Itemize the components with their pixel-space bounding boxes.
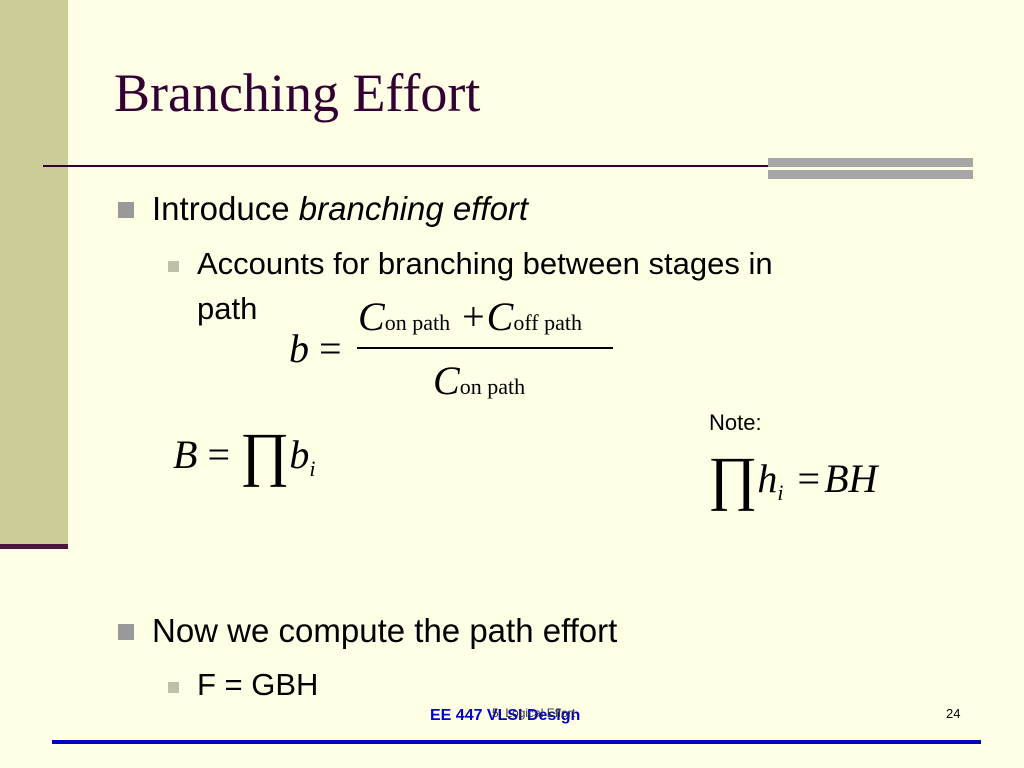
- equation-b-lhs: b =: [289, 325, 342, 372]
- product-symbol-note: ∏: [708, 445, 758, 511]
- footer-chapter-label: 5: Logical Effort: [492, 706, 576, 720]
- equals-sign-2: =: [207, 432, 230, 477]
- page-number: 24: [946, 706, 961, 721]
- var-b-i: b: [289, 432, 310, 477]
- bullet-introduce-text: Introduce: [152, 190, 299, 227]
- equals-sign-note: =: [797, 456, 821, 501]
- sub-on-path: on path: [384, 310, 451, 335]
- footer-divider: [52, 740, 981, 744]
- var-C-on-denominator: C: [433, 358, 460, 403]
- sub-bullet-square-2: [168, 682, 179, 693]
- sub-i: i: [309, 456, 316, 481]
- left-sidebar-decoration: [0, 0, 68, 548]
- bullet-introduce: Introduce branching effort: [152, 189, 528, 229]
- title-accent-bar-lower: [768, 170, 973, 179]
- var-C-on: C: [358, 294, 385, 339]
- var-h-i: h: [757, 456, 778, 501]
- equation-denominator: Con path: [433, 357, 525, 404]
- title-accent-bar: [768, 158, 973, 167]
- equation-numerator: Con path +Coff path: [358, 293, 582, 340]
- note-label: Note:: [709, 410, 762, 435]
- sub-off-path: off path: [513, 310, 582, 335]
- bullet-square-2: [118, 624, 134, 640]
- slide-title: Branching Effort: [114, 63, 481, 123]
- sub-i-note: i: [777, 480, 784, 505]
- footer-course-title: EE 447 VLSI Design: [430, 707, 581, 724]
- fraction-bar: [357, 347, 613, 349]
- sub-bullet-square: [168, 261, 179, 272]
- title-divider: [43, 165, 973, 167]
- var-b: b: [289, 326, 309, 371]
- branching-effort-emphasis: branching effort: [298, 190, 529, 227]
- sub-bullet-fgbh: F = GBH: [197, 667, 319, 702]
- var-C-off: C: [486, 294, 514, 339]
- bullet-square: [118, 202, 134, 218]
- sub-bullet-accounts-line2: path: [197, 291, 258, 326]
- equals-sign: =: [319, 326, 342, 371]
- product-symbol: ∏: [240, 421, 290, 487]
- sub-bullet-accounts-line1: Accounts for branching between stages in: [197, 246, 773, 281]
- sub-on-path-denominator: on path: [459, 374, 526, 399]
- var-BH: BH: [824, 456, 878, 501]
- sidebar-edge-decoration: [0, 544, 68, 549]
- equation-note: ∏hi =BH: [708, 444, 877, 513]
- bullet-path-effort: Now we compute the path effort: [152, 612, 618, 649]
- equation-B-product: B = ∏bi: [173, 420, 316, 489]
- var-B: B: [173, 432, 198, 477]
- plus-sign: +: [462, 294, 485, 339]
